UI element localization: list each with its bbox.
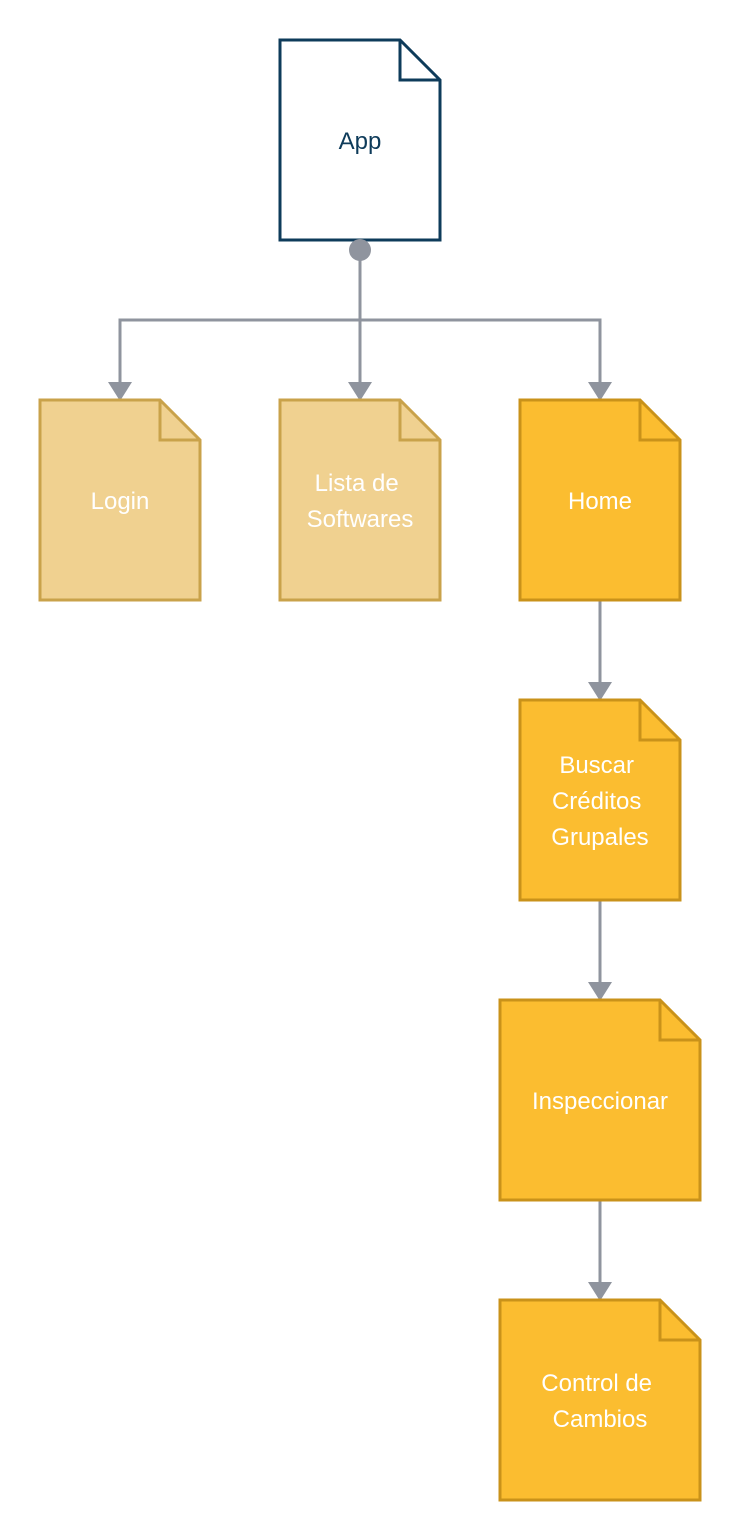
- node-home-fold: [638, 400, 680, 442]
- node-control-fold: [658, 1300, 700, 1342]
- node-inspeccionar-shape: [498, 998, 702, 1202]
- node-control-label: Control de Cambios: [541, 1370, 658, 1433]
- connector-to-home: [360, 318, 602, 384]
- node-home-shape: [518, 398, 682, 602]
- connector-to-login: [118, 318, 360, 384]
- node-control-shape: [498, 1298, 702, 1502]
- arrowhead-lista: [348, 382, 372, 401]
- node-login-label: Login: [91, 488, 150, 515]
- node-login-fold: [158, 400, 200, 442]
- node-home-label: Home: [568, 488, 632, 515]
- arrowhead-control: [588, 1282, 612, 1301]
- connectors: [118, 250, 602, 1284]
- node-login-shape: [38, 398, 202, 602]
- arrowhead-home: [588, 382, 612, 401]
- node-buscar-creditos-grupales[interactable]: Buscar Créditos Grupales: [518, 698, 682, 902]
- node-inspeccionar-fold: [658, 1000, 700, 1042]
- node-buscar-label: Buscar Créditos Grupales: [551, 752, 648, 851]
- node-buscar-fold: [638, 700, 680, 742]
- root-junction-dot: [349, 239, 371, 261]
- node-lista-shape: [278, 398, 442, 602]
- node-inspeccionar-label: Inspeccionar: [532, 1088, 668, 1115]
- node-lista-label: Lista de Softwares: [307, 470, 414, 533]
- node-inspeccionar[interactable]: Inspeccionar: [498, 998, 702, 1202]
- arrowhead-inspeccionar: [588, 982, 612, 1001]
- arrowhead-login: [108, 382, 132, 401]
- node-app[interactable]: App: [278, 38, 442, 242]
- node-app-shape: [278, 38, 442, 242]
- node-app-fold: [398, 40, 440, 82]
- node-login[interactable]: Login: [38, 398, 202, 602]
- node-lista-fold: [398, 400, 440, 442]
- node-lista-de-softwares[interactable]: Lista de Softwares: [278, 398, 442, 602]
- arrowheads: [108, 382, 612, 1301]
- arrowhead-buscar: [588, 682, 612, 701]
- node-control-de-cambios[interactable]: Control de Cambios: [498, 1298, 702, 1502]
- node-buscar-shape: [518, 698, 682, 902]
- node-app-label: App: [339, 128, 382, 155]
- node-home[interactable]: Home: [518, 398, 682, 602]
